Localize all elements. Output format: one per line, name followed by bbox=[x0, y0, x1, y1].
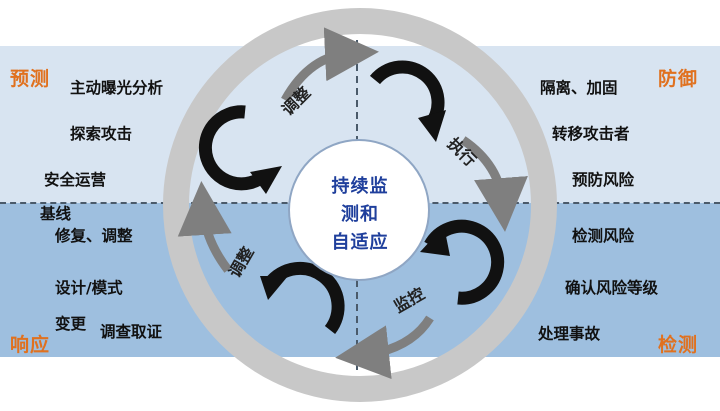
curl-arrow-top-left bbox=[198, 105, 282, 194]
arrow-monitor-to-adjust bbox=[335, 315, 434, 380]
arrow-adjust-to-execute bbox=[281, 27, 379, 103]
left-item: 修复、调整 bbox=[55, 227, 133, 245]
right-item: 预防风险 bbox=[572, 171, 635, 189]
ring-label-adjust-top: 调整 bbox=[278, 83, 314, 119]
center-title-line1: 持续监 bbox=[331, 176, 389, 197]
left-item: 安全运营 bbox=[44, 171, 107, 189]
right-item: 处理事故 bbox=[538, 325, 601, 343]
corner-label-predict: 预测 bbox=[10, 68, 51, 90]
corner-label-respond: 响应 bbox=[10, 334, 51, 356]
right-item: 转移攻击者 bbox=[552, 125, 630, 143]
center-title-line2: 测和 bbox=[341, 204, 379, 225]
arrow-adjust-to-adjust bbox=[177, 181, 232, 273]
arrow-execute-to-monitor bbox=[460, 136, 528, 232]
left-item: 调查取证 bbox=[100, 323, 163, 341]
right-item: 隔离、加固 bbox=[540, 79, 618, 97]
left-item: 设计/模式 bbox=[55, 279, 123, 297]
corner-label-detect: 检测 bbox=[658, 334, 699, 356]
center-title-line3: 自适应 bbox=[331, 232, 389, 253]
outer-ring bbox=[163, 8, 557, 402]
left-item: 变更 bbox=[55, 315, 87, 333]
right-item: 检测风险 bbox=[572, 227, 635, 245]
ring-label-adjust-bottom: 调整 bbox=[225, 244, 257, 281]
right-item: 确认风险等级 bbox=[565, 279, 659, 297]
left-item: 主动曝光分析 bbox=[70, 79, 164, 97]
corner-label-defend: 防御 bbox=[658, 68, 699, 90]
ring-label-execute: 执行 bbox=[444, 134, 480, 170]
curl-arrow-top-right bbox=[369, 60, 446, 142]
left-item: 探索攻击 bbox=[70, 125, 133, 143]
left-item: 基线 bbox=[40, 205, 72, 223]
ring-label-monitor: 监控 bbox=[391, 284, 428, 316]
curl-arrow-bottom-right bbox=[420, 219, 505, 305]
center-circle bbox=[288, 139, 430, 281]
curl-arrow-bottom-left bbox=[260, 261, 345, 335]
